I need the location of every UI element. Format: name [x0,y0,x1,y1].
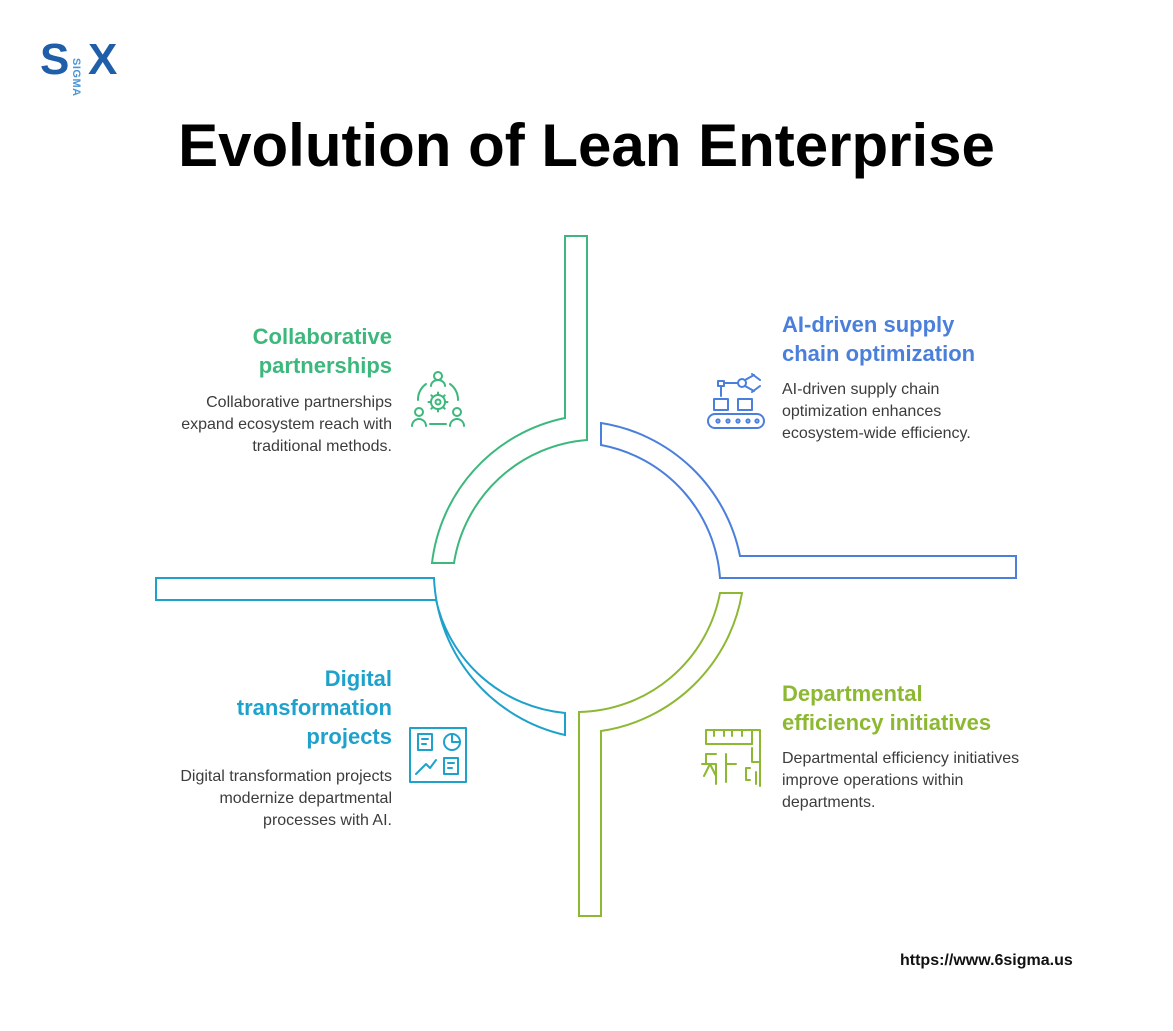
item-heading: Departmental efficiency initiatives [782,681,992,735]
sixsigma-logo: S SIGMA X [38,35,128,97]
page-title: Evolution of Lean Enterprise [178,112,995,179]
item-description: Digital transformation projects moderniz… [180,768,392,829]
item-departmental-efficiency: Departmental efficiency initiatives Depa… [782,679,1022,814]
item-description: Departmental efficiency initiatives impr… [782,750,1020,811]
arm-lime [578,592,744,917]
item-description: Collaborative partnerships expand ecosys… [181,394,392,455]
team-gear-icon [411,371,465,427]
arm-cyan [155,577,566,737]
item-description: AI-driven supply chain optimization enha… [782,381,971,442]
item-digital-transformation: Digital transformation projects Digital … [170,664,392,832]
office-floorplan-icon [701,729,761,787]
item-ai-supply-chain: AI-driven supply chain optimization AI-d… [782,310,1002,445]
item-heading: AI-driven supply chain optimization [782,312,976,366]
robotic-conveyor-icon [707,373,765,429]
arm-green [430,235,588,564]
arm-blue [600,421,1017,579]
footer-url: https://www.6sigma.us [900,952,1073,969]
logo-letter-x: X [88,35,118,84]
item-collaborative-partnerships: Collaborative partnerships Collaborative… [170,322,392,458]
item-heading: Collaborative partnerships [252,324,392,378]
dashboard-icon [409,727,467,783]
item-heading: Digital transformation projects [236,666,392,749]
logo-letter-s: S [40,35,70,84]
